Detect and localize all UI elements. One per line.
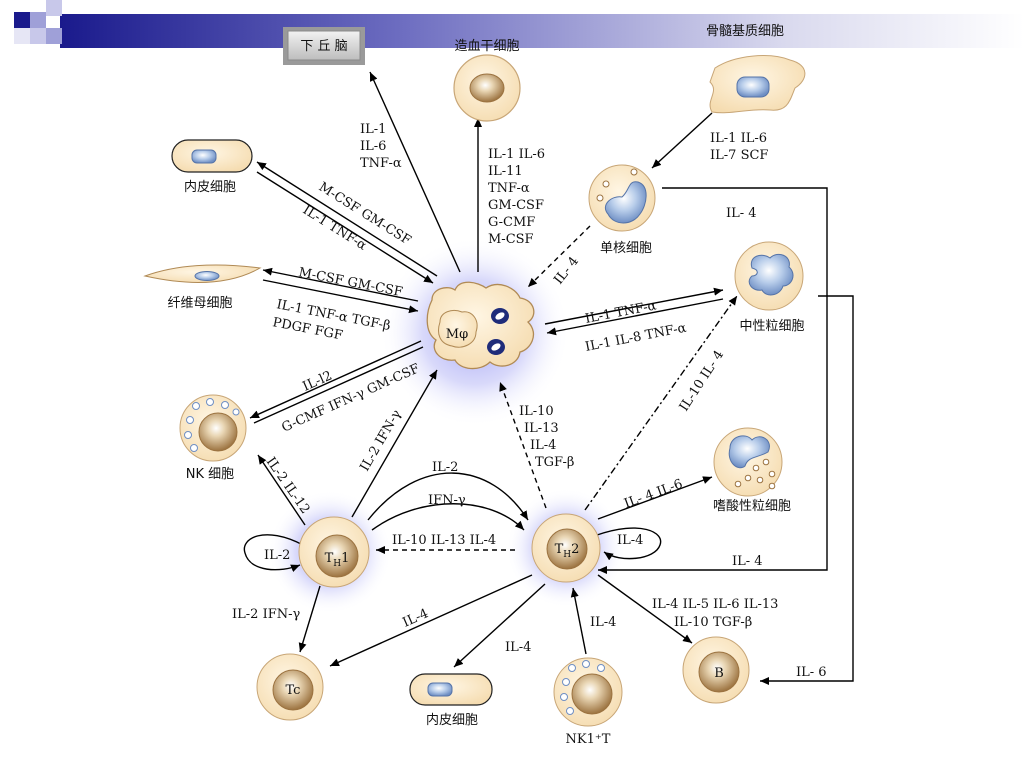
eosinophil-cell — [713, 427, 783, 497]
neutrophil-label: 中性粒细胞 — [739, 319, 804, 334]
th1-label: T — [325, 551, 334, 566]
label-mphi-stem-4: GM-CSF — [488, 198, 544, 213]
tc-label: Tc — [286, 683, 301, 698]
endothelial-top-label: 内皮细胞 — [184, 179, 236, 195]
arrow-neutrophil-mphi — [546, 298, 724, 336]
label-mphi-neutrophil: IL-1 TNF-α — [584, 298, 658, 327]
stem-cell — [453, 54, 521, 122]
arrow-nk1t-th2 — [570, 587, 587, 655]
label-mphi-hypothalamus-1: IL-1 — [360, 122, 386, 137]
arrow-th1-tc — [298, 585, 321, 653]
arrow-neutrophil-b — [760, 295, 854, 685]
neutrophil-cell — [734, 241, 804, 311]
header-decoration — [14, 0, 1024, 48]
label-mphi-stem-3: TNF-α — [488, 181, 530, 196]
label-th1-self: IL-2 — [264, 548, 290, 563]
th2-cell: TH2 — [531, 513, 601, 583]
label-neutrophil-mphi: IL-1 IL-8 TNF-α — [584, 321, 688, 355]
b-cell: B — [682, 636, 750, 704]
eosinophil-label: 嗜酸性粒细胞 — [713, 499, 791, 514]
svg-text:TH2: TH2 — [555, 542, 580, 560]
monocyte-cell — [588, 164, 656, 232]
label-th2-neutrophil: IL-10 IL- 4 — [677, 348, 727, 414]
label-th2-self: IL-4 — [617, 533, 643, 548]
label-th2-mphi-4: TGF-β — [535, 455, 574, 470]
label-th2-eosinophil: IL- 4 IL-6 — [622, 477, 685, 512]
label-neutrophil-b: IL- 6 — [796, 665, 827, 680]
fibroblast-label: 纤维母细胞 — [167, 296, 232, 311]
label-nk1t-th2: IL-4 — [590, 615, 616, 630]
monocyte-label: 单核细胞 — [600, 241, 652, 256]
nk1t-cell — [553, 657, 623, 727]
endothelial-cell-bottom — [409, 673, 493, 706]
arrow-mphi-neutrophil — [544, 287, 724, 325]
arrow-th2-neutrophil — [584, 295, 738, 511]
label-th2-b-2: IL-10 TGF-β — [674, 615, 752, 630]
th2-label: T — [555, 542, 564, 557]
label-fibroblast-1: M-CSF GM-CSF — [297, 265, 404, 300]
fibroblast-cell — [143, 264, 262, 283]
b-label: B — [714, 666, 724, 681]
label-stroma-mono-2: IL-7 SCF — [710, 148, 768, 163]
label-th2-mphi-1: IL-10 — [519, 404, 554, 419]
hypothalamus-label: 下 丘 脑 — [300, 39, 347, 54]
label-th1-tc: IL-2 IFN-γ — [232, 607, 300, 622]
endothelial-bottom-label: 内皮细胞 — [426, 712, 478, 728]
label-mono-th2: IL- 4 — [726, 206, 757, 221]
th1-cell: TH1 — [298, 516, 370, 588]
arrow-th2-self — [596, 527, 662, 561]
arrow-th2-tc — [329, 574, 533, 667]
label-th1-th2-ifn: IFN-γ — [428, 493, 466, 508]
arrow-th2-eosinophil — [597, 476, 713, 520]
arrow-mphi-endothelial — [256, 161, 438, 277]
label-th1-mphi: IL-2 IFN-γ — [357, 407, 404, 474]
arrow-th2-endothelial — [453, 583, 546, 668]
arrows — [243, 71, 854, 685]
arrow-mphi-nk — [249, 340, 422, 419]
endothelial-cell-top — [171, 139, 253, 173]
arrow-th1-mphi — [351, 369, 438, 518]
label-th1-th2-il2: IL-2 — [432, 460, 458, 475]
nk-label: NK 细胞 — [186, 467, 234, 482]
arrow-th1-th2-ifn — [371, 503, 525, 531]
arrow-endothelial-mphi — [256, 171, 434, 284]
stroma-label: 骨髓基质细胞 — [706, 24, 784, 39]
label-mphi-nk-1: IL-l2 — [301, 369, 335, 395]
label-neutrophil-th2: IL- 4 — [732, 554, 763, 569]
arrow-mphi-fibroblast — [262, 267, 419, 302]
label-mphi-stem-6: M-CSF — [488, 232, 534, 247]
stem-cell-label: 造血干细胞 — [454, 39, 519, 54]
stroma-cell — [709, 55, 806, 114]
nk-cell — [179, 394, 247, 462]
label-mphi-hypothalamus-2: IL-6 — [360, 139, 386, 154]
label-th2-endothelial: IL-4 — [505, 640, 531, 655]
hypothalamus-box: 下 丘 脑 — [283, 27, 365, 65]
arrow-monocyte-mphi — [527, 225, 591, 288]
macrophage-cell: Mφ — [426, 281, 535, 370]
nk1t-label: NK1⁺T — [566, 732, 611, 747]
tc-cell: Tc — [256, 653, 324, 721]
arrow-th2-b — [597, 574, 693, 644]
label-th2-b-1: IL-4 IL-5 IL-6 IL-13 — [652, 597, 778, 612]
arrow-monocyte-th2 — [598, 187, 828, 574]
label-mphi-stem-1: IL-1 IL-6 — [488, 147, 545, 162]
arrow-mphi-hypothalamus — [369, 71, 461, 273]
label-th2-th1: IL-10 IL-13 IL-4 — [392, 533, 496, 548]
arrow-th2-mphi — [499, 381, 547, 509]
svg-text:TH1: TH1 — [325, 551, 350, 569]
arrow-stroma-monocyte — [651, 112, 713, 169]
arrow-th1-self — [243, 534, 304, 573]
label-mphi-stem-2: IL-11 — [488, 164, 523, 179]
arrow-th1-nk — [257, 454, 306, 526]
arrow-fibroblast-mphi — [262, 279, 419, 314]
label-th2-mphi-3: IL-4 — [530, 438, 556, 453]
label-th2-mphi-2: IL-13 — [524, 421, 559, 436]
label-stroma-mono-1: IL-1 IL-6 — [710, 131, 767, 146]
label-mphi-hypothalamus-3: TNF-α — [360, 156, 402, 171]
arrow-th1-th2-il2 — [367, 472, 529, 521]
macrophage-label: Mφ — [446, 327, 468, 342]
label-mphi-stem-5: G-CMF — [488, 215, 535, 230]
